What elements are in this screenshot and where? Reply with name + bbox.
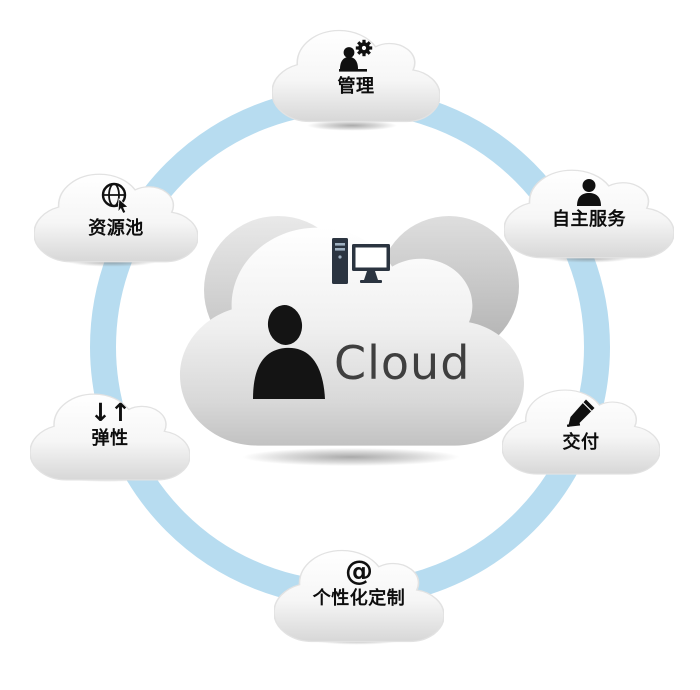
node-delivery: 交付 [502, 384, 660, 480]
node-label: 自主服务 [552, 209, 626, 230]
node-label: 弹性 [91, 428, 129, 449]
down-up-arrows-icon: ↓↑ [90, 398, 131, 427]
center-cloud-label: Cloud [334, 336, 471, 390]
person-icon [577, 179, 601, 206]
node-label: 个性化定制 [312, 588, 406, 609]
node-center-cloud: Cloud [172, 190, 532, 462]
node-customization: @ 个性化定制 [274, 544, 444, 648]
globe-cursor-icon [101, 182, 129, 214]
center-cloud-shape [180, 216, 524, 446]
person-silhouette-icon [253, 305, 325, 399]
node-resource-pool: 资源池 [34, 168, 198, 268]
center-cloud-shadow [196, 444, 506, 470]
node-management: 管理 [272, 24, 440, 128]
pencil-writing-icon [566, 399, 595, 427]
node-self-service: 自主服务 [504, 164, 674, 264]
node-label: 资源池 [88, 218, 144, 239]
desktop-computer-icon [332, 238, 390, 284]
person-gear-icon [339, 39, 373, 72]
node-label: 管理 [337, 76, 375, 97]
node-label: 交付 [562, 432, 600, 453]
at-sign-icon: @ [345, 554, 373, 587]
node-elasticity: ↓↑ 弹性 [30, 388, 190, 486]
